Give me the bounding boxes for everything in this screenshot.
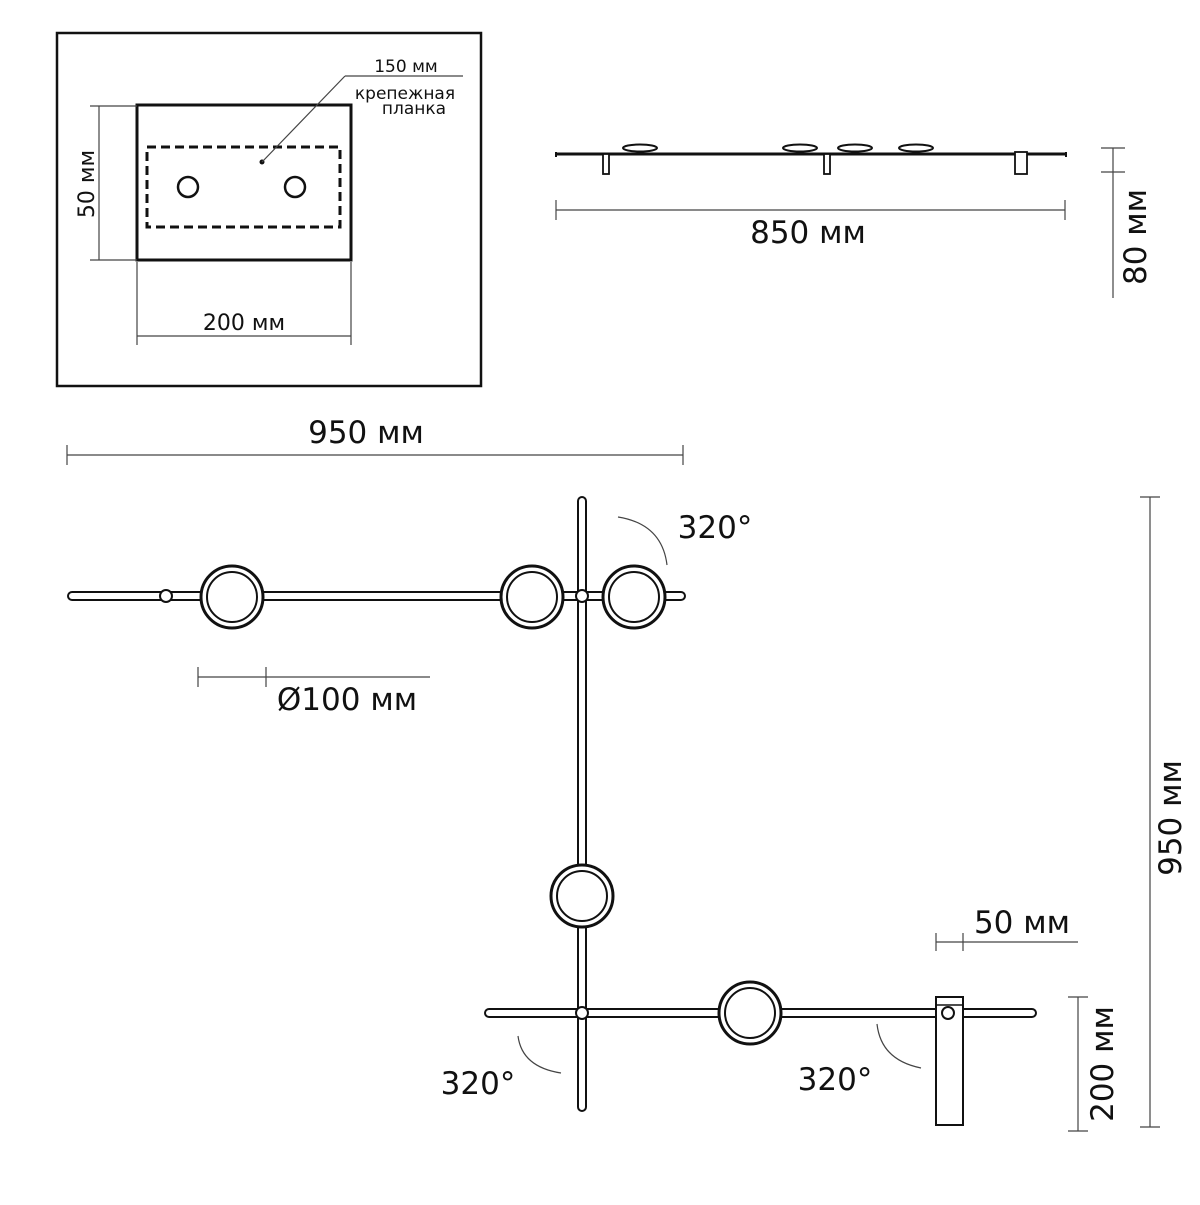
ring-lamp-2 xyxy=(499,564,565,630)
label-50: 50 мм xyxy=(75,150,100,218)
side-pivot-1 xyxy=(602,153,610,175)
side-view: 850 мм 80 мм xyxy=(555,143,1154,298)
front-view: 950 мм 950 мм xyxy=(66,415,1189,1132)
label-diameter: Ø100 мм xyxy=(277,682,417,718)
inset-mounting-plate: 150 мм крепежная планка 50 мм 200 мм xyxy=(55,31,483,388)
rotation-arc-bottom-right xyxy=(876,1023,922,1069)
canopy-outline xyxy=(135,103,353,262)
label-rotation-bottom-left: 320° xyxy=(441,1066,516,1102)
rotation-arc-top xyxy=(617,516,668,566)
inset-frame xyxy=(55,31,483,388)
label-80: 80 мм xyxy=(1118,189,1154,285)
side-pivot-2 xyxy=(823,153,831,175)
joint-top-left xyxy=(159,589,173,603)
label-150: 150 мм xyxy=(374,57,438,77)
label-850: 850 мм xyxy=(750,215,866,251)
label-rotation-bottom-right: 320° xyxy=(798,1062,873,1098)
side-mount-block xyxy=(1014,151,1028,175)
side-disc-3 xyxy=(837,143,873,153)
label-plate-line2: планка xyxy=(382,99,446,119)
side-disc-2 xyxy=(782,143,818,153)
mount-hole-right xyxy=(283,175,307,199)
joint-bottom-center xyxy=(575,1006,589,1020)
vertical-rod xyxy=(577,496,587,1112)
label-rotation-top: 320° xyxy=(678,510,753,546)
joint-top-center xyxy=(575,589,589,603)
mount-hole-left xyxy=(176,175,200,199)
leader-line xyxy=(261,75,346,163)
label-bracket-width: 50 мм xyxy=(974,905,1070,941)
side-disc-1 xyxy=(622,143,658,153)
label-bracket-height: 200 мм xyxy=(1085,1006,1121,1122)
label-950-height: 950 мм xyxy=(1153,760,1189,876)
rotation-arc-bottom-left xyxy=(517,1035,562,1074)
mounting-bar-outline xyxy=(145,145,342,229)
ring-lamp-4 xyxy=(549,863,615,929)
label-plate-line1: крепежная xyxy=(355,84,455,104)
joint-bracket xyxy=(941,1006,955,1020)
side-disc-4 xyxy=(898,143,934,153)
label-950-width: 950 мм xyxy=(308,415,424,451)
ring-lamp-5 xyxy=(717,980,783,1046)
label-200: 200 мм xyxy=(203,311,285,336)
ring-lamp-3 xyxy=(601,564,667,630)
ring-lamp-1 xyxy=(199,564,265,630)
